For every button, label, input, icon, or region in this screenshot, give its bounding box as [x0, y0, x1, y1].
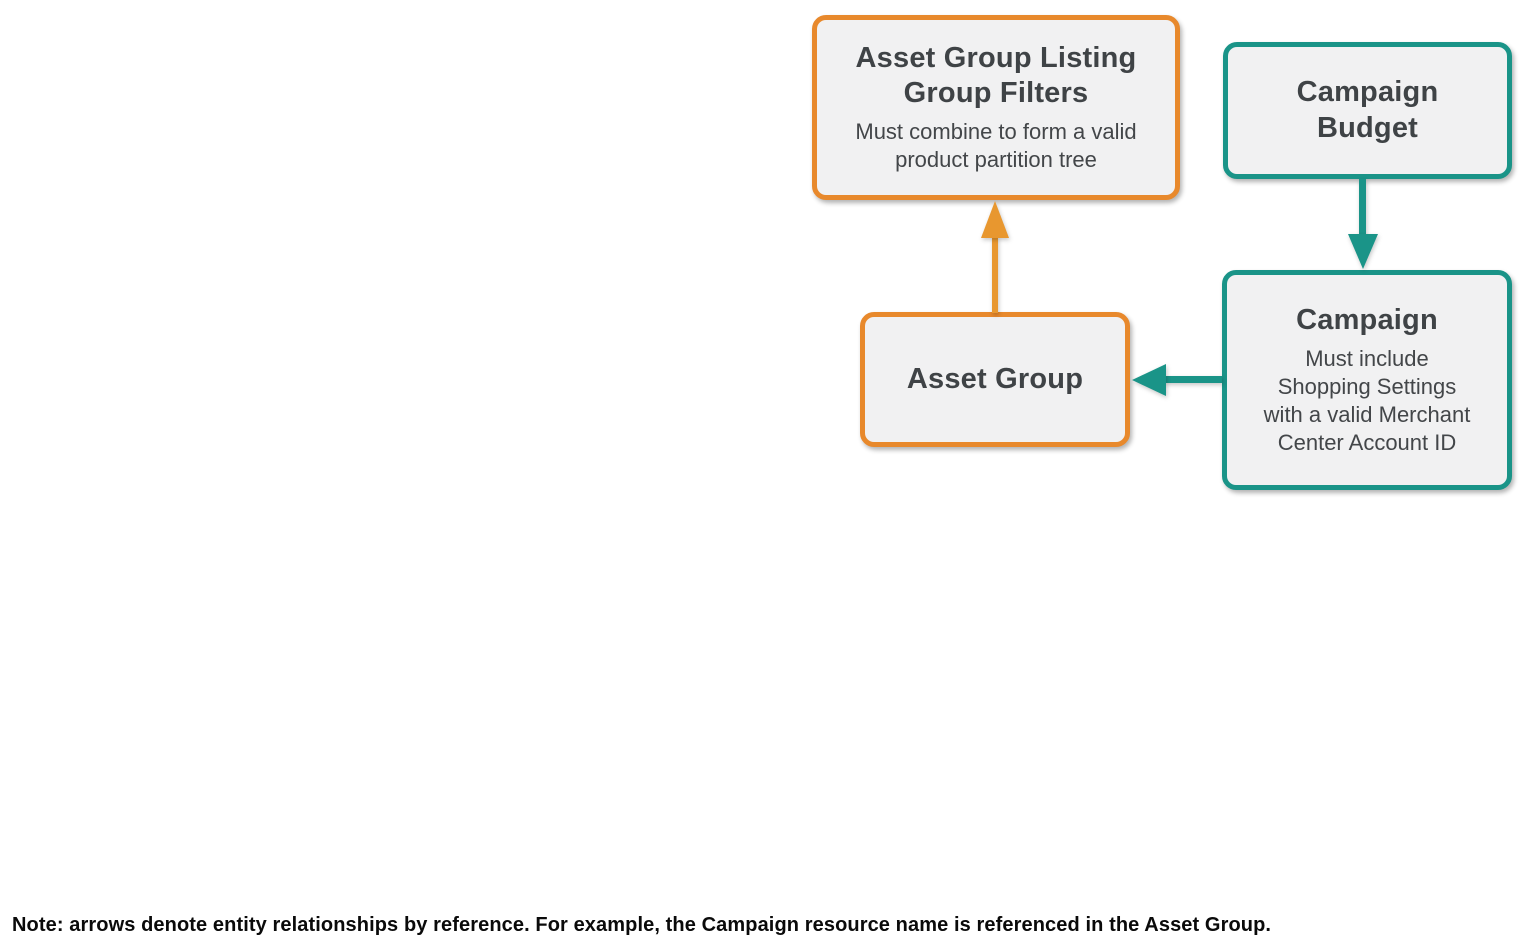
arrow-left-icon: [1132, 364, 1166, 396]
campaign-title: Campaign: [1296, 303, 1438, 336]
listing-filters-title: Asset Group Listing Group Filters: [855, 41, 1137, 110]
asset-group-title: Asset Group: [906, 362, 1084, 395]
arrow-asset-group-to-listing-filters-shaft: [992, 236, 998, 313]
campaign-budget-title: Campaign Budget: [1296, 76, 1439, 144]
arrow-down-icon: [1348, 234, 1378, 269]
node-asset-group: Asset Group: [860, 312, 1130, 447]
arrow-up-icon: [981, 201, 1009, 238]
arrow-campaign-to-asset-group-shaft: [1164, 376, 1222, 383]
node-campaign-budget: Campaign Budget: [1223, 42, 1512, 179]
note-text: Note: arrows denote entity relationships…: [12, 914, 1272, 936]
listing-filters-subtitle: Must combine to form a valid product par…: [855, 119, 1137, 173]
node-asset-group-listing-group-filters: Asset Group Listing Group Filters Must c…: [812, 15, 1180, 200]
arrow-campaign-budget-to-campaign-shaft: [1359, 179, 1366, 236]
node-campaign: Campaign Must include Shopping Settings …: [1222, 270, 1512, 490]
campaign-subtitle: Must include Shopping Settings with a va…: [1263, 346, 1471, 456]
